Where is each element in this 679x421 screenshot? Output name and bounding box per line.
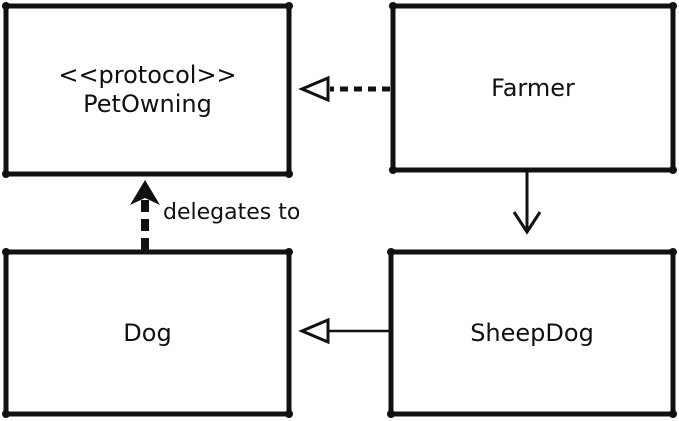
- delegation-arrow: [130, 180, 160, 250]
- realization-arrow: [298, 75, 390, 103]
- petowning-name: PetOwning: [83, 90, 212, 118]
- inheritance-arrow: [298, 317, 390, 345]
- farmer-box: [390, 3, 676, 173]
- delegation-label: delegates to: [163, 200, 301, 225]
- farmer-node[interactable]: Farmer: [393, 6, 673, 170]
- association-arrow: [512, 171, 542, 235]
- sheepdog-box: [388, 249, 676, 417]
- petowning-box: [3, 3, 292, 177]
- petowning-node[interactable]: <<protocol>> PetOwning: [6, 6, 289, 174]
- sheepdog-node[interactable]: SheepDog: [391, 252, 673, 414]
- dog-box: [3, 249, 292, 417]
- dog-node[interactable]: Dog: [6, 252, 289, 414]
- dog-name: Dog: [123, 318, 172, 347]
- sheepdog-name: SheepDog: [470, 318, 594, 347]
- farmer-name: Farmer: [491, 73, 575, 102]
- petowning-stereotype: <<protocol>>: [58, 61, 237, 90]
